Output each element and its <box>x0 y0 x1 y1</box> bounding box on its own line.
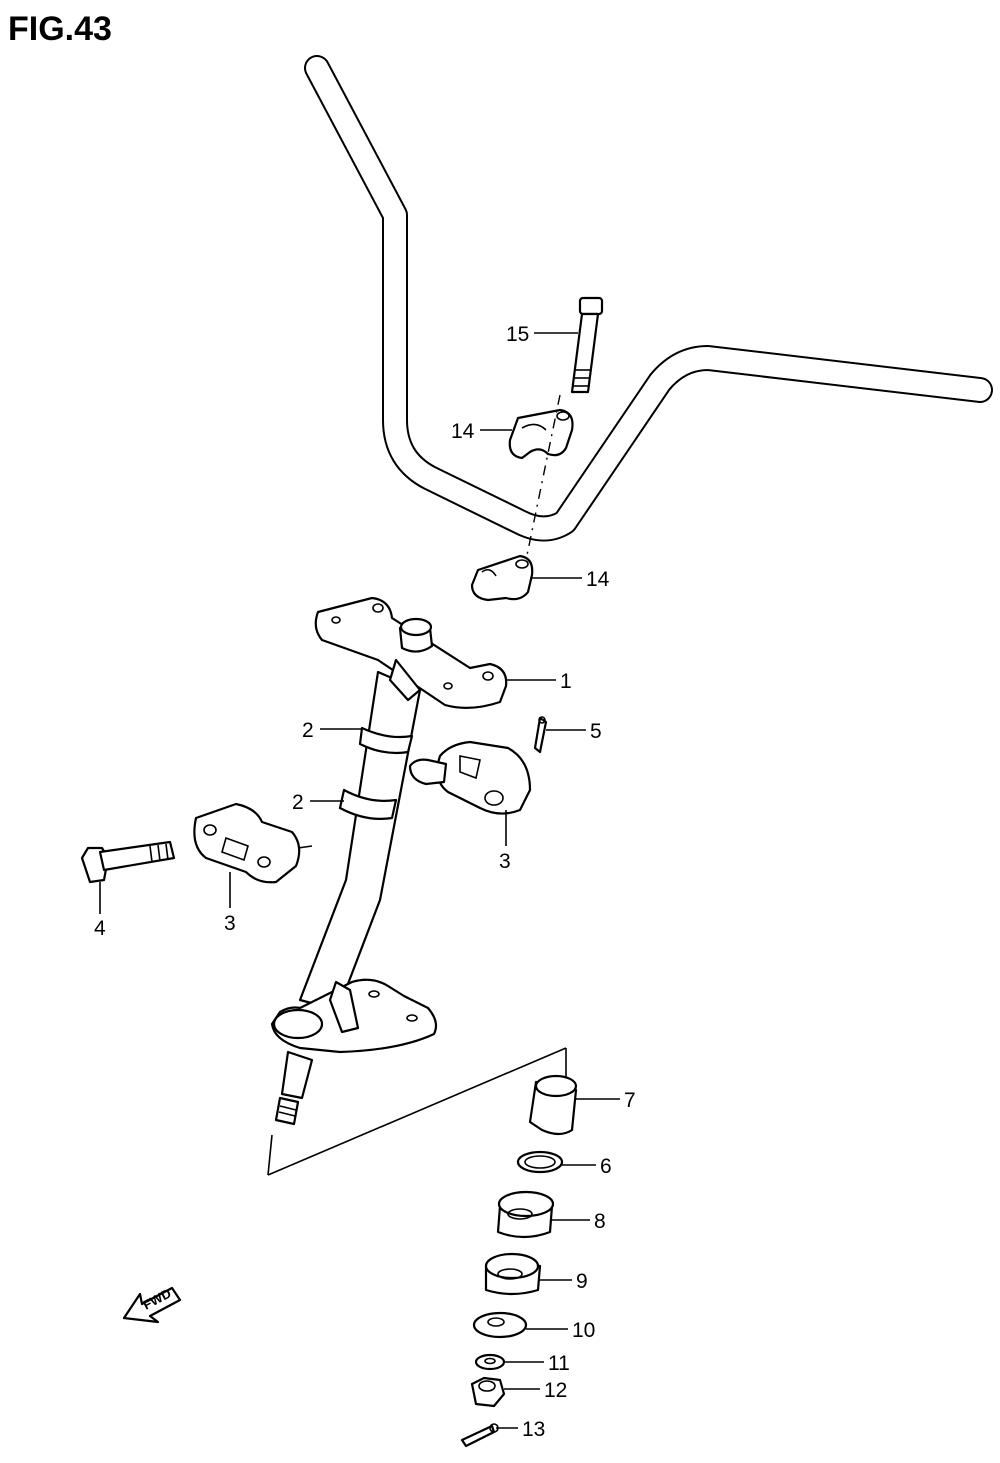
left-handlebar-clamp <box>193 802 313 884</box>
callout-4: 4 <box>94 917 106 940</box>
steering-nut <box>470 1376 506 1408</box>
handlebar-bolt <box>570 296 604 394</box>
upper-steering-bracket <box>314 596 508 709</box>
callout-labels: 15 14 14 1 2 2 5 3 3 4 7 6 8 9 10 11 12 … <box>94 323 636 1441</box>
callout-10: 10 <box>572 1319 595 1342</box>
cotter-pin-upper <box>533 716 548 754</box>
callout-7: 7 <box>624 1089 636 1112</box>
callout-14-lower: 14 <box>586 568 610 591</box>
upper-bearing-race <box>496 1190 555 1239</box>
fwd-arrow-icon: FWD <box>122 1286 182 1324</box>
steering-shaft <box>298 658 422 1012</box>
lower-steering-bracket <box>270 978 438 1126</box>
figure-title: FIG.43 <box>8 10 112 48</box>
callout-12: 12 <box>544 1379 567 1402</box>
right-handlebar-clamp <box>408 740 532 815</box>
callout-15: 15 <box>506 323 529 346</box>
clamp-bolt <box>80 840 176 884</box>
washer-small <box>474 1353 506 1371</box>
callout-11: 11 <box>548 1352 570 1375</box>
upper-handlebar-holder <box>508 408 574 460</box>
callout-2-lower: 2 <box>292 791 304 814</box>
callout-9: 9 <box>576 1270 588 1293</box>
callout-13: 13 <box>522 1418 545 1441</box>
lower-bearing-race <box>484 1252 542 1296</box>
cotter-pin-lower <box>460 1423 499 1448</box>
handlebar <box>304 55 993 542</box>
callout-3-left: 3 <box>224 912 236 935</box>
callout-1: 1 <box>560 670 572 693</box>
callout-6: 6 <box>600 1155 612 1178</box>
leader-lines <box>99 332 620 1429</box>
callout-8: 8 <box>594 1210 606 1233</box>
callout-14-upper: 14 <box>451 420 475 443</box>
exploded-view-lines <box>267 1047 567 1176</box>
washer-large <box>472 1311 528 1339</box>
o-ring <box>516 1150 564 1174</box>
bushing <box>528 1074 578 1136</box>
callout-5: 5 <box>590 720 602 743</box>
lower-handlebar-holder <box>470 554 534 602</box>
callout-2-upper: 2 <box>302 719 314 742</box>
callout-3-right: 3 <box>499 850 511 873</box>
